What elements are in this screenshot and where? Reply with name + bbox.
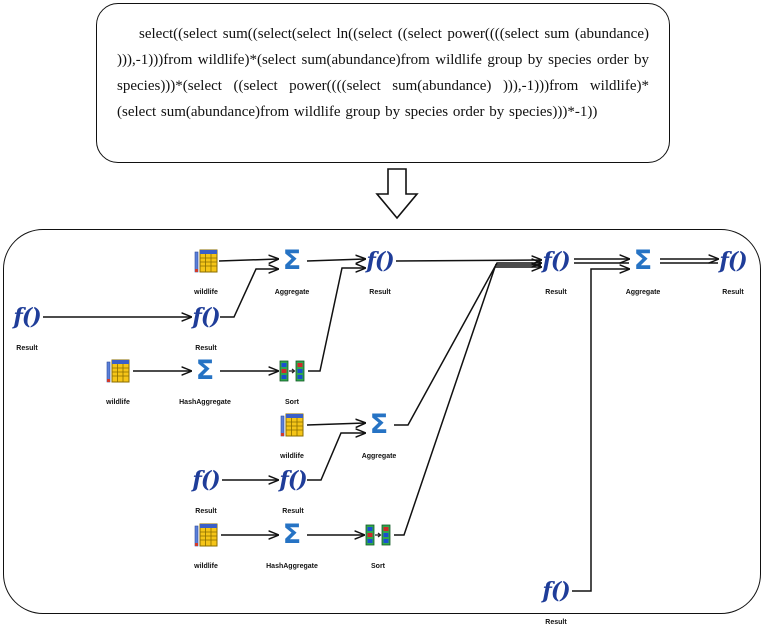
plan-node-label: Result (369, 289, 391, 296)
plan-node-n7: Σ HashAggregate (170, 356, 240, 412)
sql-query-box: select((select sum((select(select ln((se… (96, 3, 670, 163)
plan-node-label: HashAggregate (266, 563, 318, 570)
plan-node-label: wildlife (194, 289, 218, 296)
function-icon: f() (13, 304, 41, 330)
plan-node-n8: Sort (257, 356, 327, 412)
function-icon: f() (542, 248, 570, 274)
edge-n4-n3 (220, 269, 278, 318)
plan-node-label: Result (195, 508, 217, 515)
edge-n10-n16 (394, 263, 541, 426)
down-arrow (375, 168, 419, 220)
plan-node-n16: f() Result (521, 246, 591, 302)
plan-node-n14: Σ HashAggregate (257, 520, 327, 576)
edge-n15-n16 (394, 267, 541, 536)
query-plan-box (3, 229, 761, 614)
edge-n3-n5 (306, 259, 365, 261)
plan-node-label: Sort (285, 399, 299, 406)
plan-node-n19: f() Result (521, 576, 591, 632)
function-icon: f() (719, 248, 747, 274)
plan-node-label: Aggregate (361, 453, 397, 460)
table-icon (279, 412, 305, 443)
edge-n19-n17 (572, 269, 629, 592)
edge-n9-n10 (306, 423, 365, 425)
plan-node-label: Result (195, 345, 217, 352)
table-icon (105, 358, 131, 389)
function-icon: f() (279, 467, 307, 493)
plan-node-n15: Sort (343, 520, 413, 576)
plan-edges (43, 0, 765, 592)
plan-node-label: wildlife (194, 563, 218, 570)
edge-n5-n16 (395, 260, 541, 261)
plan-node-label: Aggregate (274, 289, 310, 296)
aggregate-icon: Σ (633, 245, 653, 276)
aggregate-icon: Σ (282, 519, 302, 550)
sql-query-text: select((select sum((select(select ln((se… (117, 26, 649, 120)
aggregate-icon: Σ (195, 355, 215, 386)
plan-node-n4: f() Result (171, 302, 241, 358)
function-icon: f() (192, 467, 220, 493)
aggregate-icon: Σ (369, 409, 389, 440)
plan-node-label: wildlife (106, 399, 130, 406)
plan-node-label: Result (16, 345, 38, 352)
plan-node-n1: f() Result (0, 302, 62, 358)
function-icon: f() (192, 304, 220, 330)
plan-node-label: Result (722, 289, 744, 296)
aggregate-icon: Σ (282, 245, 302, 276)
table-icon (193, 248, 219, 279)
plan-node-label: Sort (371, 563, 385, 570)
plan-node-n17: Σ Aggregate (608, 246, 678, 302)
function-icon: f() (366, 248, 394, 274)
plan-node-label: Result (545, 619, 567, 626)
plan-node-label: wildlife (280, 453, 304, 460)
plan-node-label: HashAggregate (179, 399, 231, 406)
plan-node-n11: f() Result (258, 465, 328, 521)
function-icon: f() (542, 578, 570, 604)
table-icon (193, 522, 219, 553)
sort-icon (278, 358, 306, 389)
plan-node-label: Aggregate (625, 289, 661, 296)
plan-node-n6: wildlife (83, 356, 153, 412)
plan-node-n13: wildlife (171, 520, 241, 576)
plan-node-n9: wildlife (257, 410, 327, 466)
plan-node-n3: Σ Aggregate (257, 246, 327, 302)
plan-node-label: Result (545, 289, 567, 296)
plan-node-label: Result (282, 508, 304, 515)
edge-n2-n3 (218, 259, 278, 261)
edge-n11-n10 (307, 433, 365, 481)
plan-node-n5: f() Result (345, 246, 415, 302)
edge-n8-n5 (308, 268, 365, 372)
plan-node-n10: Σ Aggregate (344, 410, 414, 466)
plan-node-n2: wildlife (171, 246, 241, 302)
plan-node-n12: f() Result (171, 465, 241, 521)
sort-icon (364, 522, 392, 553)
plan-node-n18: f() Result (698, 246, 765, 302)
